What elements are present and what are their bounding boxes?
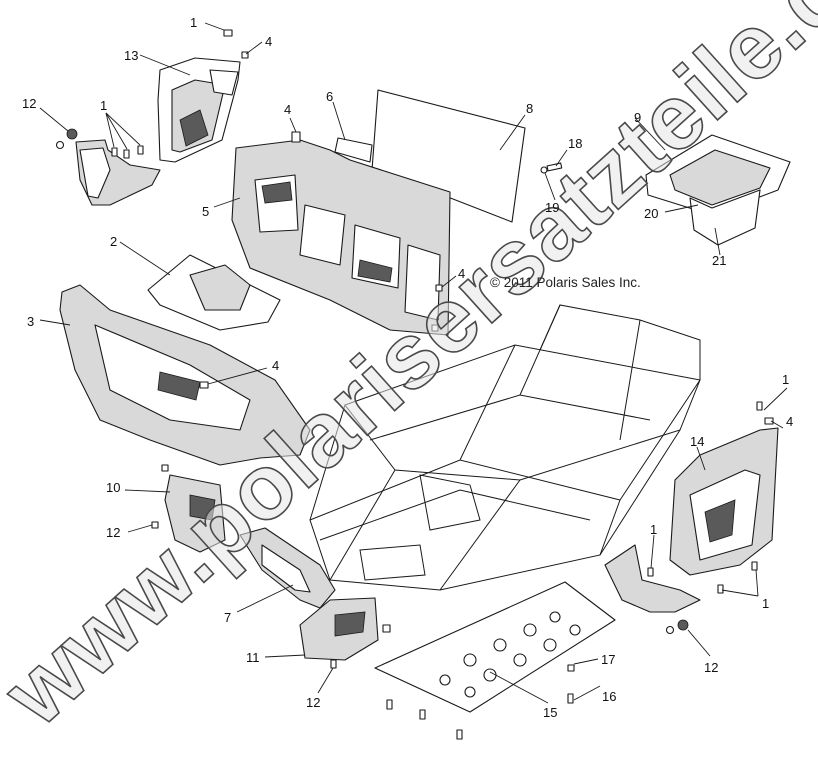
copyright-text: © 2011 Polaris Sales Inc. xyxy=(490,275,641,290)
callout-20: 20 xyxy=(644,206,658,221)
callout-11: 11 xyxy=(246,650,260,665)
callout-9: 9 xyxy=(634,110,641,125)
callout-12: 12 xyxy=(704,660,718,675)
part-13-lower-bracket xyxy=(75,139,161,206)
part-5-bulkhead xyxy=(231,131,451,336)
callout-1: 1 xyxy=(190,15,197,30)
callout-10: 10 xyxy=(106,480,120,495)
callout-13: 13 xyxy=(124,48,138,63)
callout-7: 7 xyxy=(224,610,231,625)
callout-12: 12 xyxy=(306,695,320,710)
part-9-storage-box xyxy=(645,134,791,246)
part-3-floor-tub xyxy=(59,284,311,466)
callout-3: 3 xyxy=(27,314,34,329)
part-10-bracket xyxy=(151,464,226,553)
callout-12: 12 xyxy=(106,525,120,540)
callout-17: 17 xyxy=(601,652,615,667)
frame-chassis xyxy=(309,304,701,591)
leader-lines xyxy=(39,22,788,704)
callout-16: 16 xyxy=(602,689,616,704)
part-8-rear-panel xyxy=(334,89,526,223)
callout-4: 4 xyxy=(284,102,291,117)
callout-4: 4 xyxy=(272,358,279,373)
part-14-fender-panel-right xyxy=(669,401,779,576)
callout-4: 4 xyxy=(786,414,793,429)
callout-12: 12 xyxy=(22,96,36,111)
part-2-console-cover xyxy=(147,254,281,331)
callout-4: 4 xyxy=(265,34,272,49)
callout-2: 2 xyxy=(110,234,117,249)
fastener-group-left-top xyxy=(55,29,249,159)
callout-21: 21 xyxy=(712,253,726,268)
callout-1: 1 xyxy=(100,98,107,113)
part-13-fender-panel xyxy=(157,57,241,163)
part-15-floor-plate xyxy=(374,581,616,740)
part-14-lower-bracket xyxy=(604,544,758,635)
callout-8: 8 xyxy=(526,101,533,116)
callout-labels: 1 4 13 12 1 6 8 4 5 18 19 9 20 21 2 4 3 … xyxy=(22,15,793,720)
callout-14: 14 xyxy=(690,434,704,449)
callout-5: 5 xyxy=(202,204,209,219)
callout-1: 1 xyxy=(650,522,657,537)
callout-18: 18 xyxy=(568,136,582,151)
callout-19: 19 xyxy=(545,200,559,215)
callout-1: 1 xyxy=(762,596,769,611)
fastener-18-19 xyxy=(540,162,563,174)
callout-15: 15 xyxy=(543,705,557,720)
part-7-brace xyxy=(239,527,336,609)
part-11-bracket xyxy=(299,597,391,669)
callout-6: 6 xyxy=(326,89,333,104)
callout-4: 4 xyxy=(458,266,465,281)
callout-1: 1 xyxy=(782,372,789,387)
